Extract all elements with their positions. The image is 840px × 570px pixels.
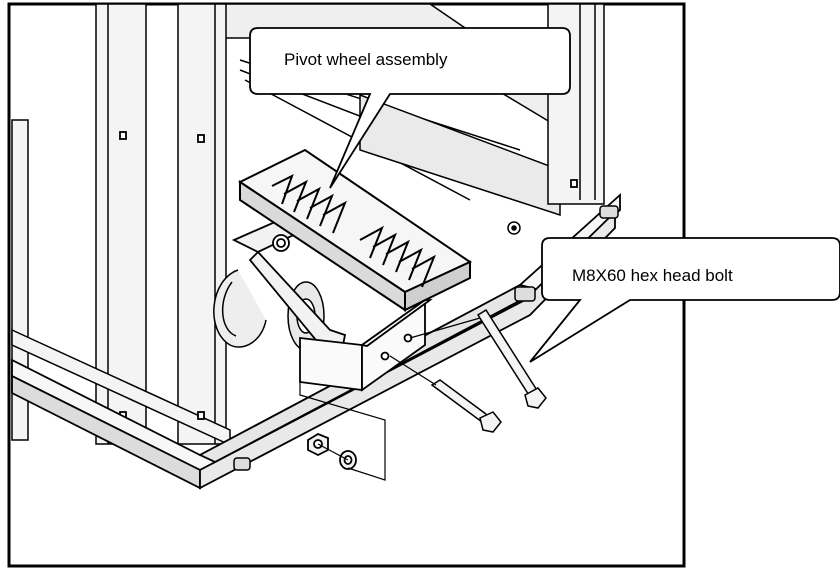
callout-label-hex-bolt: M8X60 hex head bolt — [572, 266, 733, 285]
hex-head-bolts — [430, 308, 547, 433]
callout-pivot-wheel — [249, 27, 571, 189]
callout-label-pivot-wheel: Pivot wheel assembly — [284, 50, 448, 69]
left-front-post — [95, 3, 147, 445]
mounting-plate — [299, 298, 433, 392]
left-inner-post — [177, 3, 227, 445]
callout-hex-bolt — [529, 237, 840, 363]
pedal-grip-ribs — [271, 173, 436, 288]
assembly-guide-lines — [299, 317, 481, 481]
leveling-feet — [233, 205, 619, 471]
